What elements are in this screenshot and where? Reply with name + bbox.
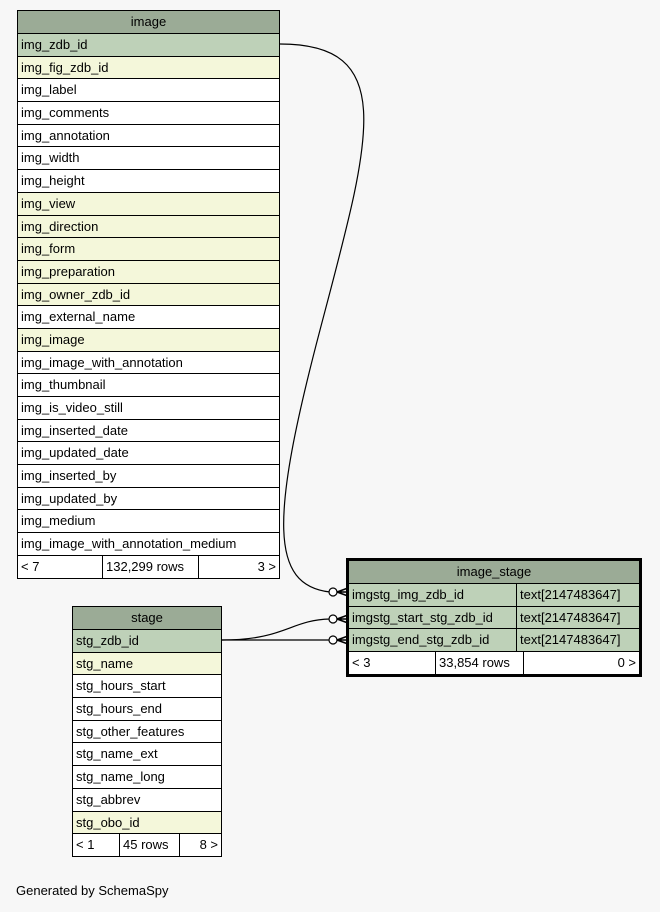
column-row[interactable]: stg_obo_id bbox=[73, 811, 221, 835]
column-name: img_image_with_annotation bbox=[21, 354, 183, 370]
link-image-to-image-stage bbox=[279, 43, 365, 593]
table-footer: < 7 132,299 rows 3 > bbox=[18, 555, 279, 578]
row-count: 132,299 rows bbox=[102, 555, 198, 578]
children-count[interactable]: 8 > bbox=[179, 834, 221, 857]
column-name: img_comments bbox=[21, 105, 110, 121]
column-type: text[2147483647] bbox=[516, 629, 639, 652]
column-row[interactable]: imgstg_img_zdb_id text[2147483647] bbox=[349, 584, 639, 607]
column-name: img_form bbox=[21, 241, 76, 257]
column-row[interactable]: img_owner_zdb_id bbox=[18, 283, 279, 307]
column-row[interactable]: img_image_with_annotation_medium bbox=[18, 533, 279, 556]
table-header[interactable]: image_stage bbox=[349, 561, 639, 584]
column-name: stg_other_features bbox=[76, 723, 185, 739]
row-count: 33,854 rows bbox=[435, 652, 523, 675]
column-type: text[2147483647] bbox=[516, 584, 639, 606]
column-name: img_updated_date bbox=[21, 445, 129, 461]
column-row[interactable]: stg_hours_start bbox=[73, 675, 221, 699]
column-row[interactable]: img_form bbox=[18, 238, 279, 261]
column-row[interactable]: stg_name bbox=[73, 652, 221, 676]
column-name: imgstg_end_stg_zdb_id bbox=[352, 632, 490, 648]
column-name: img_updated_by bbox=[21, 490, 118, 506]
column-name: img_preparation bbox=[21, 263, 115, 279]
column-row[interactable]: img_is_video_still bbox=[18, 397, 279, 420]
column-row[interactable]: img_inserted_by bbox=[18, 465, 279, 488]
column-name: img_image_with_annotation_medium bbox=[21, 536, 237, 552]
column-name: img_view bbox=[21, 195, 76, 211]
children-count[interactable]: 3 > bbox=[198, 555, 279, 578]
column-name: imgstg_start_stg_zdb_id bbox=[352, 609, 493, 625]
column-row[interactable]: img_external_name bbox=[18, 306, 279, 329]
table-image-stage[interactable]: image_stage imgstg_img_zdb_id text[214748… bbox=[346, 558, 642, 678]
column-row[interactable]: img_updated_by bbox=[18, 487, 279, 511]
parents-count[interactable]: < 1 bbox=[76, 837, 95, 853]
column-row[interactable]: img_direction bbox=[18, 215, 279, 239]
column-name: img_height bbox=[21, 173, 85, 189]
column-name: img_is_video_still bbox=[21, 400, 123, 415]
parents-count[interactable]: < 3 bbox=[352, 655, 371, 671]
column-name: img_width bbox=[21, 150, 80, 166]
table-footer: < 3 33,854 rows 0 > bbox=[349, 652, 639, 675]
column-list: img_zdb_id img_fig_zdb_id img_label img_com… bbox=[18, 34, 279, 556]
column-row[interactable]: img_comments bbox=[18, 102, 279, 125]
column-name: stg_name_ext bbox=[76, 746, 158, 762]
column-name: stg_zdb_id bbox=[76, 633, 139, 648]
column-row[interactable]: imgstg_end_stg_zdb_id text[2147483647] bbox=[349, 629, 639, 653]
column-type: text[2147483647] bbox=[516, 606, 639, 629]
parents-count[interactable]: < 7 bbox=[21, 558, 40, 574]
column-name: stg_name bbox=[76, 655, 134, 671]
column-name: img_owner_zdb_id bbox=[21, 286, 131, 302]
column-row[interactable]: img_inserted_date bbox=[18, 419, 279, 443]
column-row[interactable]: img_width bbox=[18, 147, 279, 171]
column-row[interactable]: stg_name_long bbox=[73, 766, 221, 789]
generated-by-footer: Generated by SchemaSpy bbox=[16, 883, 169, 898]
column-row[interactable]: stg_abbrev bbox=[73, 788, 221, 812]
column-name: stg_name_long bbox=[76, 769, 165, 785]
table-header[interactable]: image bbox=[18, 11, 279, 34]
table-footer: < 1 45 rows 8 > bbox=[73, 834, 221, 857]
column-name: img_medium bbox=[21, 513, 96, 529]
column-name: img_direction bbox=[21, 218, 99, 234]
table-header[interactable]: stage bbox=[73, 607, 221, 630]
column-row[interactable]: img_zdb_id bbox=[18, 34, 279, 57]
column-row[interactable]: img_height bbox=[18, 170, 279, 193]
column-row[interactable]: img_fig_zdb_id bbox=[18, 56, 279, 80]
column-name: img_external_name bbox=[21, 309, 136, 325]
column-row[interactable]: imgstg_start_stg_zdb_id text[2147483647] bbox=[349, 606, 639, 630]
column-name: img_image bbox=[21, 331, 85, 347]
column-row[interactable]: img_annotation bbox=[18, 124, 279, 148]
column-row[interactable]: img_view bbox=[18, 192, 279, 216]
column-name: imgstg_img_zdb_id bbox=[352, 587, 465, 602]
column-list: stg_zdb_id stg_name stg_hours_start stg_hou… bbox=[73, 630, 221, 835]
column-row[interactable]: img_updated_date bbox=[18, 442, 279, 466]
column-row[interactable]: img_image_with_annotation bbox=[18, 351, 279, 375]
column-name: img_thumbnail bbox=[21, 377, 106, 393]
children-count[interactable]: 0 > bbox=[523, 652, 639, 675]
column-name: img_inserted_by bbox=[21, 468, 117, 484]
column-name: stg_abbrev bbox=[76, 791, 141, 807]
link-stage-to-start bbox=[221, 618, 331, 641]
column-row[interactable]: img_preparation bbox=[18, 260, 279, 284]
column-name: img_annotation bbox=[21, 127, 110, 143]
column-name: img_inserted_date bbox=[21, 422, 128, 438]
row-count: 45 rows bbox=[119, 834, 179, 857]
column-name: img_zdb_id bbox=[21, 37, 88, 52]
column-name: stg_hours_end bbox=[76, 701, 163, 717]
column-name: img_label bbox=[21, 82, 77, 98]
column-name: img_fig_zdb_id bbox=[21, 59, 109, 75]
column-name: stg_obo_id bbox=[76, 814, 140, 830]
column-row[interactable]: img_label bbox=[18, 79, 279, 103]
column-row[interactable]: img_image bbox=[18, 328, 279, 352]
column-row[interactable]: stg_zdb_id bbox=[73, 630, 221, 653]
column-row[interactable]: stg_name_ext bbox=[73, 743, 221, 767]
column-name: stg_hours_start bbox=[76, 678, 166, 694]
column-row[interactable]: stg_hours_end bbox=[73, 698, 221, 721]
column-row[interactable]: img_thumbnail bbox=[18, 374, 279, 397]
column-row[interactable]: img_medium bbox=[18, 510, 279, 534]
column-row[interactable]: stg_other_features bbox=[73, 720, 221, 744]
